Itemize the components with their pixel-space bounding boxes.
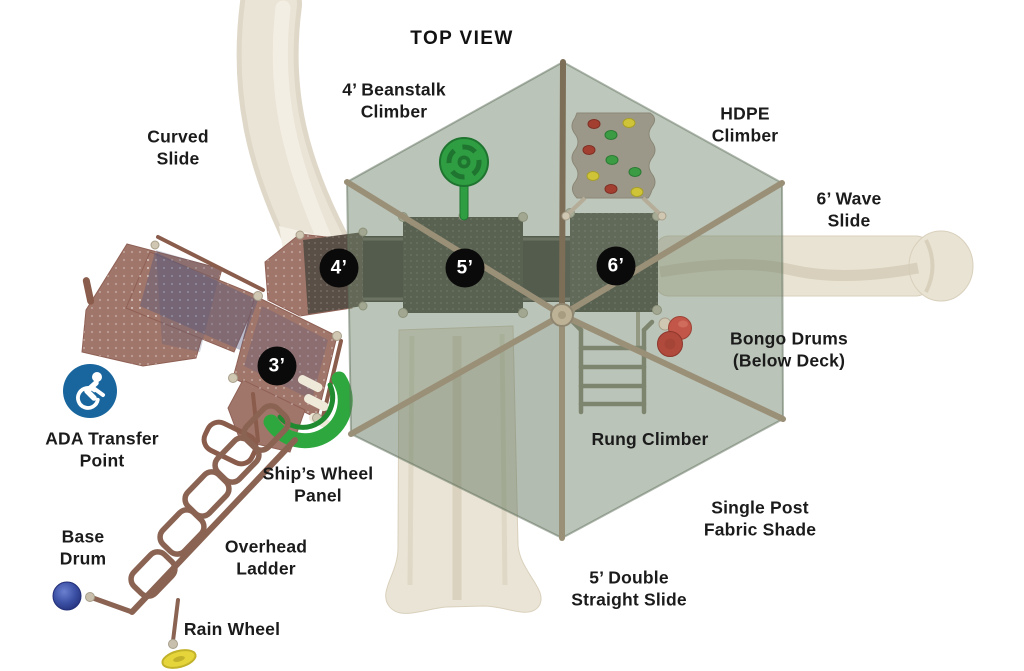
deck-marker-3ft: 3’ bbox=[257, 346, 297, 386]
wave-slide-graphic bbox=[654, 230, 974, 302]
double-slide-graphic bbox=[385, 325, 542, 614]
base-drum-graphic bbox=[52, 581, 95, 611]
bongo-drums-graphic bbox=[657, 316, 692, 357]
deck-marker-6ft: 6’ bbox=[596, 246, 636, 286]
deck-marker-5ft: 5’ bbox=[445, 248, 485, 288]
hdpe-climber-graphic bbox=[561, 112, 667, 221]
rain-wheel-graphic bbox=[161, 639, 197, 669]
page-title: TOP VIEW bbox=[410, 28, 514, 49]
overhead-ladder-graphic bbox=[90, 403, 298, 643]
deck-marker-4ft: 4’ bbox=[319, 248, 359, 288]
ada-accessibility-icon bbox=[63, 364, 117, 418]
curved-slide-graphic bbox=[236, 0, 350, 277]
beanstalk-climber-graphic bbox=[439, 137, 489, 221]
shade-poles bbox=[344, 59, 786, 541]
